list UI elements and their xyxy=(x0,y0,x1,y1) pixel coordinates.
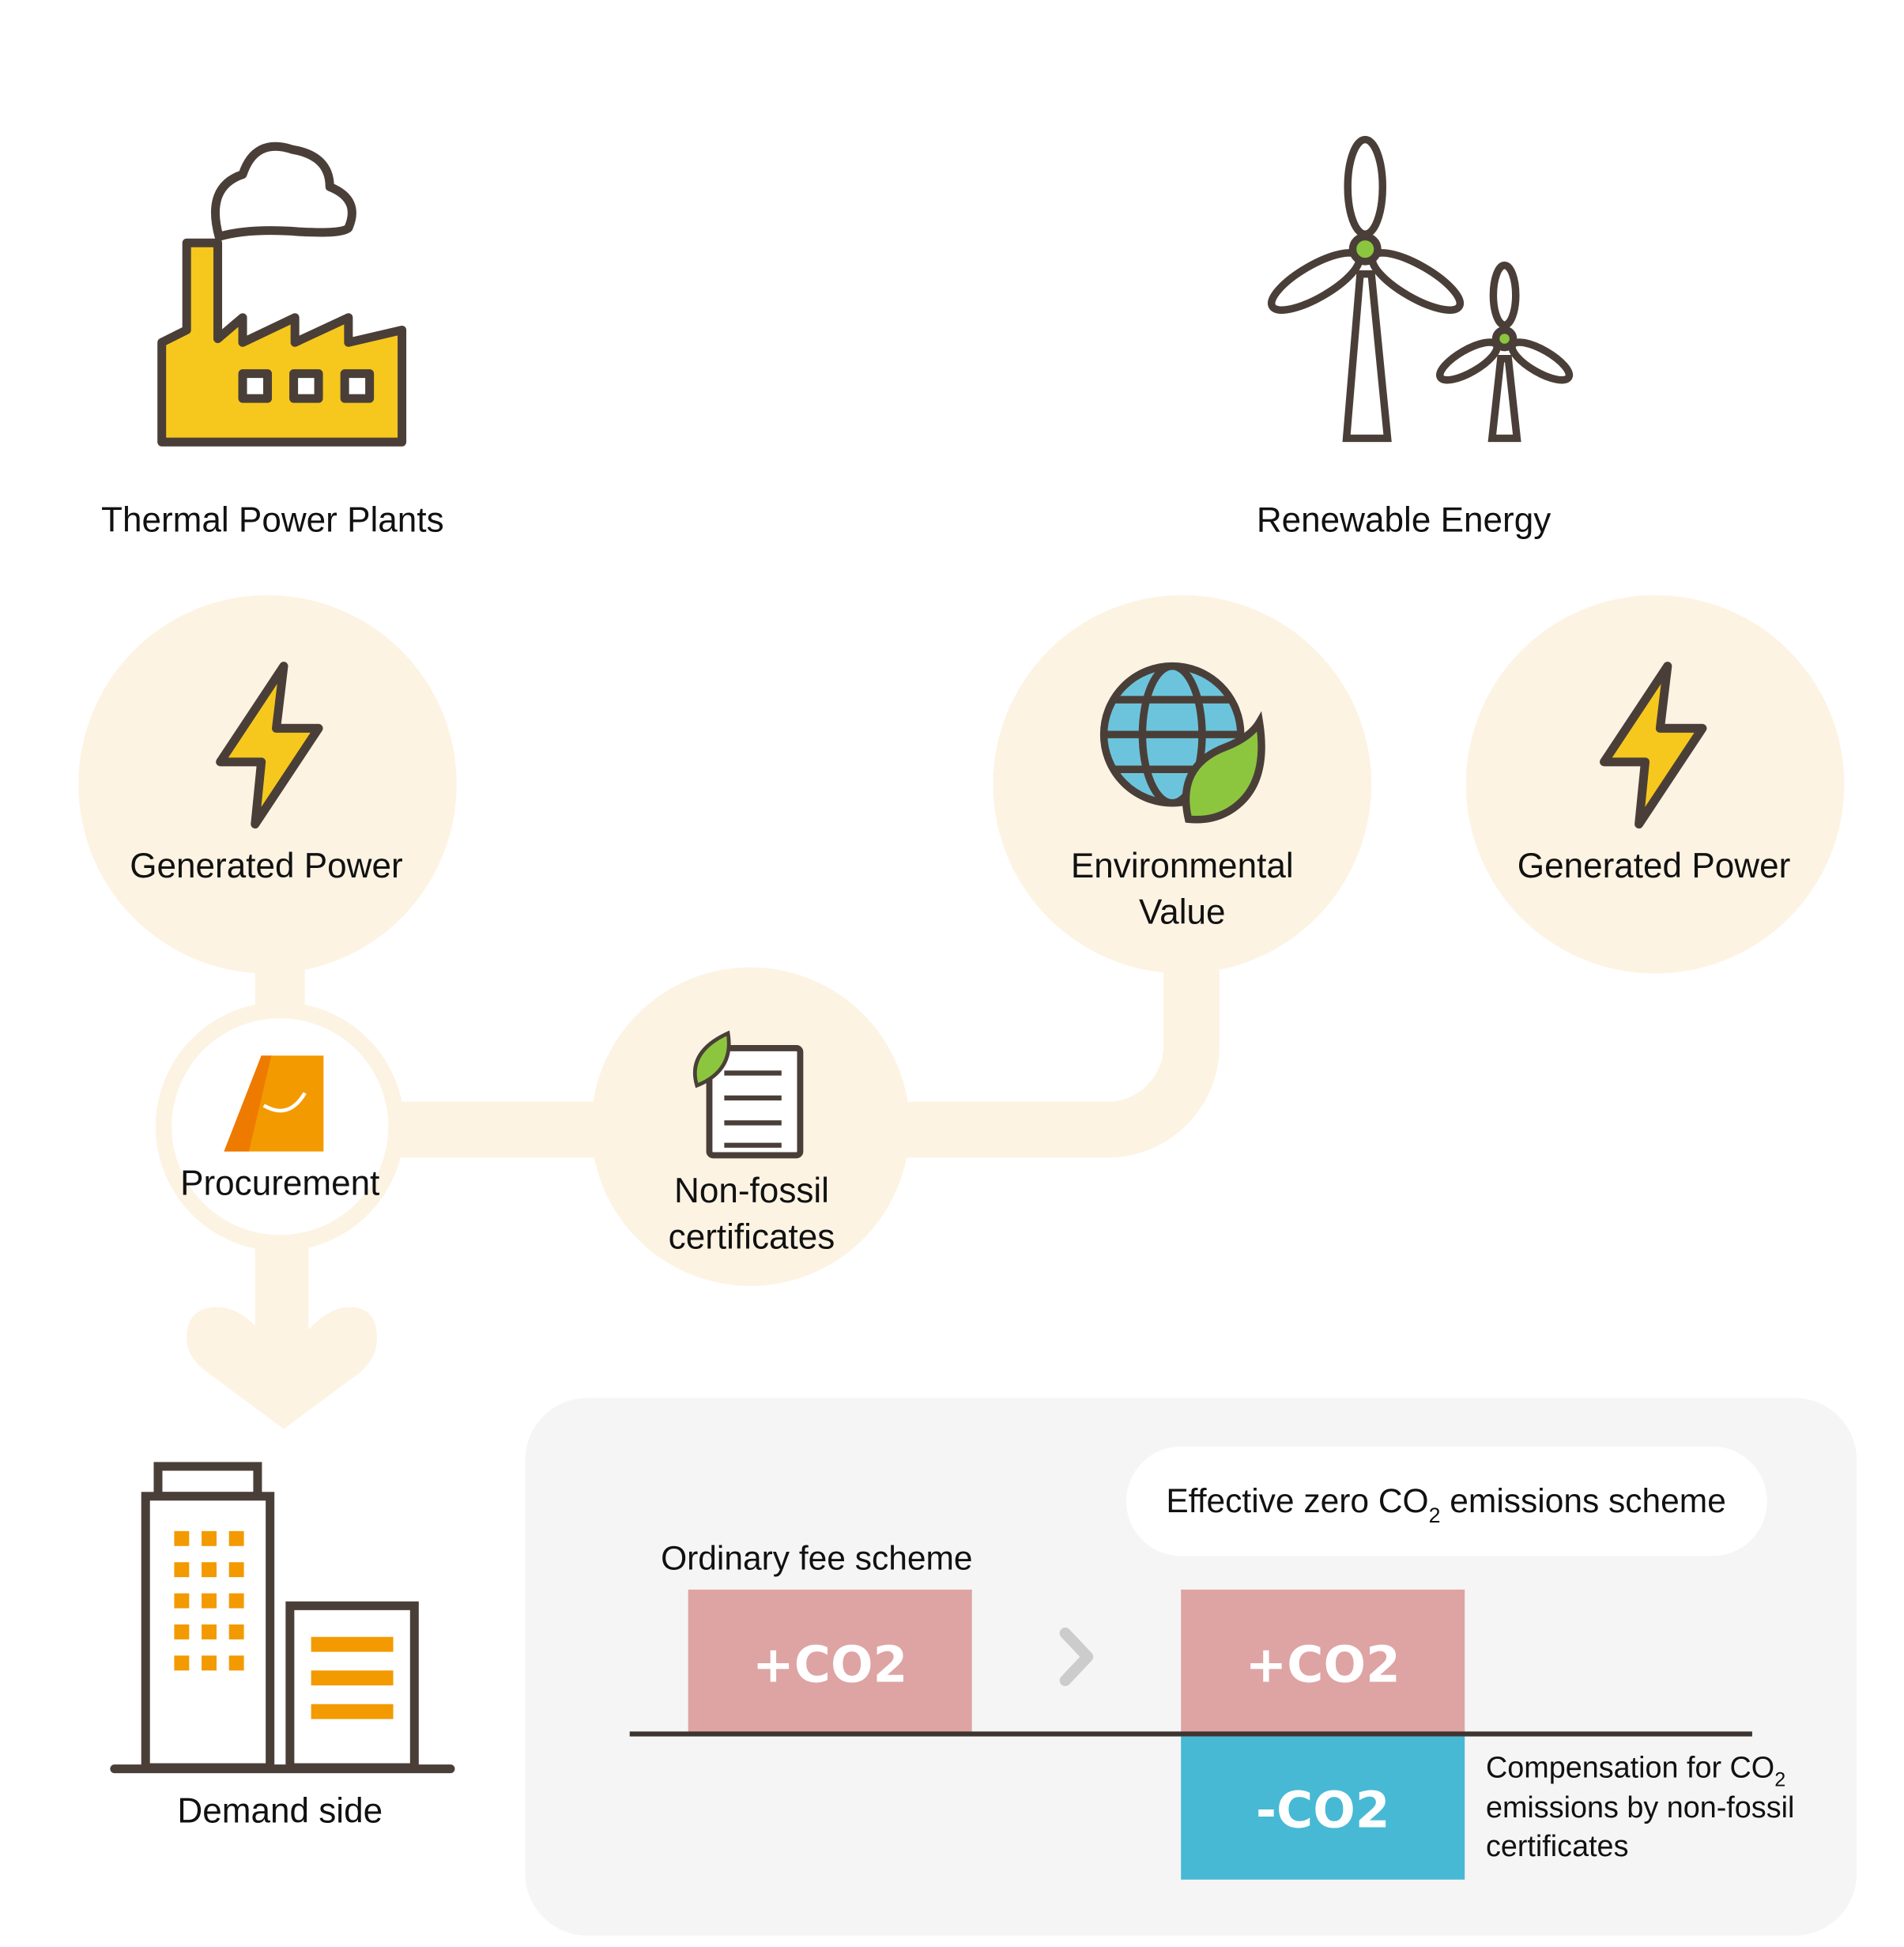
svg-text:Compensation for CO2: Compensation for CO2 xyxy=(1486,1752,1785,1791)
flow-connectors xyxy=(187,958,1220,1429)
generated-power-label-left: Generated Power xyxy=(130,847,402,885)
plus-co2-box-effective xyxy=(1181,1589,1465,1733)
ordinary-scheme-label: Ordinary fee scheme xyxy=(661,1541,972,1578)
wind-turbine-icon xyxy=(1268,135,1574,443)
svg-text:certificates: certificates xyxy=(1486,1830,1629,1863)
renewable-label: Renewable Energy xyxy=(1257,501,1551,540)
thermal-label: Thermal Power Plants xyxy=(101,501,444,540)
compensation-note: Compensation for CO2 emissions by non-fo… xyxy=(1486,1752,1794,1863)
environmental-value-label-2: Value xyxy=(1139,893,1225,932)
building-icon xyxy=(110,1462,455,1774)
environmental-value-label-1: Environmental xyxy=(1071,847,1294,885)
lightning-icon xyxy=(1600,662,1707,829)
non-fossil-label-2: certificates xyxy=(669,1217,835,1256)
demand-side-label: Demand side xyxy=(177,1791,383,1830)
plus-co2-text-effective: +CO2 xyxy=(1246,1636,1401,1693)
company-logo-icon xyxy=(224,1055,324,1152)
effective-scheme-label: Effective zero CO2 emissions scheme xyxy=(1166,1483,1726,1527)
effective-scheme-pill xyxy=(1125,1446,1767,1556)
factory-icon xyxy=(157,141,407,447)
chevron-right-icon xyxy=(1059,1627,1094,1686)
globe-leaf-icon xyxy=(1099,662,1265,824)
non-fossil-label-1: Non-fossil xyxy=(674,1172,829,1210)
svg-text:emissions by non-fossil: emissions by non-fossil xyxy=(1486,1791,1794,1824)
generated-power-label-right: Generated Power xyxy=(1518,847,1790,885)
minus-co2-box xyxy=(1181,1736,1465,1880)
plus-co2-box-ordinary xyxy=(688,1589,972,1733)
procurement-label: Procurement xyxy=(180,1164,379,1203)
plus-co2-text-ordinary: +CO2 xyxy=(752,1636,907,1693)
lightning-icon xyxy=(216,662,323,829)
certificate-leaf-icon xyxy=(692,1030,804,1159)
minus-co2-text: -CO2 xyxy=(1256,1782,1390,1839)
